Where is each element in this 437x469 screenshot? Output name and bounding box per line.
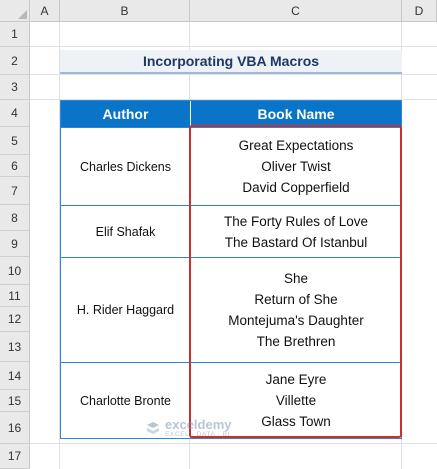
table-row: Charlotte Bronte Jane Eyre Villette Glas… [61,362,401,438]
book-title: The Bastard Of Istanbul [224,234,368,250]
header-author[interactable]: Author [61,101,191,127]
header-book-name[interactable]: Book Name [191,101,401,127]
table-row: Charles Dickens Great Expectations Olive… [61,127,401,205]
row-header-7[interactable]: 7 [0,177,30,205]
row-header-13[interactable]: 13 [0,332,30,362]
column-header-a[interactable]: A [30,0,60,22]
books-cell[interactable]: Jane Eyre Villette Glass Town [191,363,401,438]
book-title: Glass Town [261,414,331,429]
book-title: Return of She [254,292,338,307]
book-title: She [283,271,309,286]
column-header-d[interactable]: D [402,0,437,22]
author-cell[interactable]: H. Rider Haggard [61,258,191,362]
sheet-title[interactable]: Incorporating VBA Macros [60,50,402,74]
author-book-table: Author Book Name Charles Dickens Great E… [60,100,402,439]
row-header-12[interactable]: 12 [0,307,30,332]
row-header-9[interactable]: 9 [0,231,30,257]
books-cell[interactable]: She Return of She Montejuma's Daughter T… [191,258,401,362]
row-header-6[interactable]: 6 [0,155,30,177]
row-header-2[interactable]: 2 [0,47,30,75]
grid-line [30,74,437,75]
author-cell[interactable]: Elif Shafak [61,206,191,257]
row-header-8[interactable]: 8 [0,205,30,231]
row-header-4[interactable]: 4 [0,100,30,127]
column-header-c[interactable]: C [190,0,402,22]
select-all-corner[interactable] [0,0,30,22]
row-header-16[interactable]: 16 [0,412,30,444]
book-title: The Forty Rules of Love [223,213,369,229]
row-header-15[interactable]: 15 [0,390,30,412]
watermark-logo: exceldemy EXCEL · DATA · BI [145,418,232,438]
row-header-10[interactable]: 10 [0,257,30,285]
watermark-tagline: EXCEL · DATA · BI [165,431,230,438]
grid-line [30,99,437,100]
book-title: Villette [275,393,317,408]
select-all-icon [18,10,27,19]
books-cell[interactable]: The Forty Rules of Love The Bastard Of I… [191,206,401,257]
table-row: H. Rider Haggard She Return of She Monte… [61,257,401,362]
book-title: David Copperfield [242,180,350,195]
grid-line [30,443,437,444]
book-title: Great Expectations [238,138,354,153]
author-cell[interactable]: Charles Dickens [61,128,191,205]
row-header-3[interactable]: 3 [0,75,30,100]
row-header-11[interactable]: 11 [0,285,30,307]
row-header-5[interactable]: 5 [0,127,30,155]
watermark-name: exceldemy [165,417,232,432]
book-title: The Brethren [256,334,336,349]
book-title: Jane Eyre [265,372,327,387]
grid-line [30,46,437,47]
row-header-1[interactable]: 1 [0,22,30,47]
row-header-14[interactable]: 14 [0,362,30,390]
table-row: Elif Shafak The Forty Rules of Love The … [61,205,401,257]
book-title: Oliver Twist [261,159,331,174]
exceldemy-logo-icon [147,422,159,434]
book-title: Montejuma's Daughter [228,313,364,328]
grid-line [59,22,60,469]
books-cell[interactable]: Great Expectations Oliver Twist David Co… [191,128,401,205]
row-header-17[interactable]: 17 [0,444,30,469]
column-header-b[interactable]: B [60,0,190,22]
